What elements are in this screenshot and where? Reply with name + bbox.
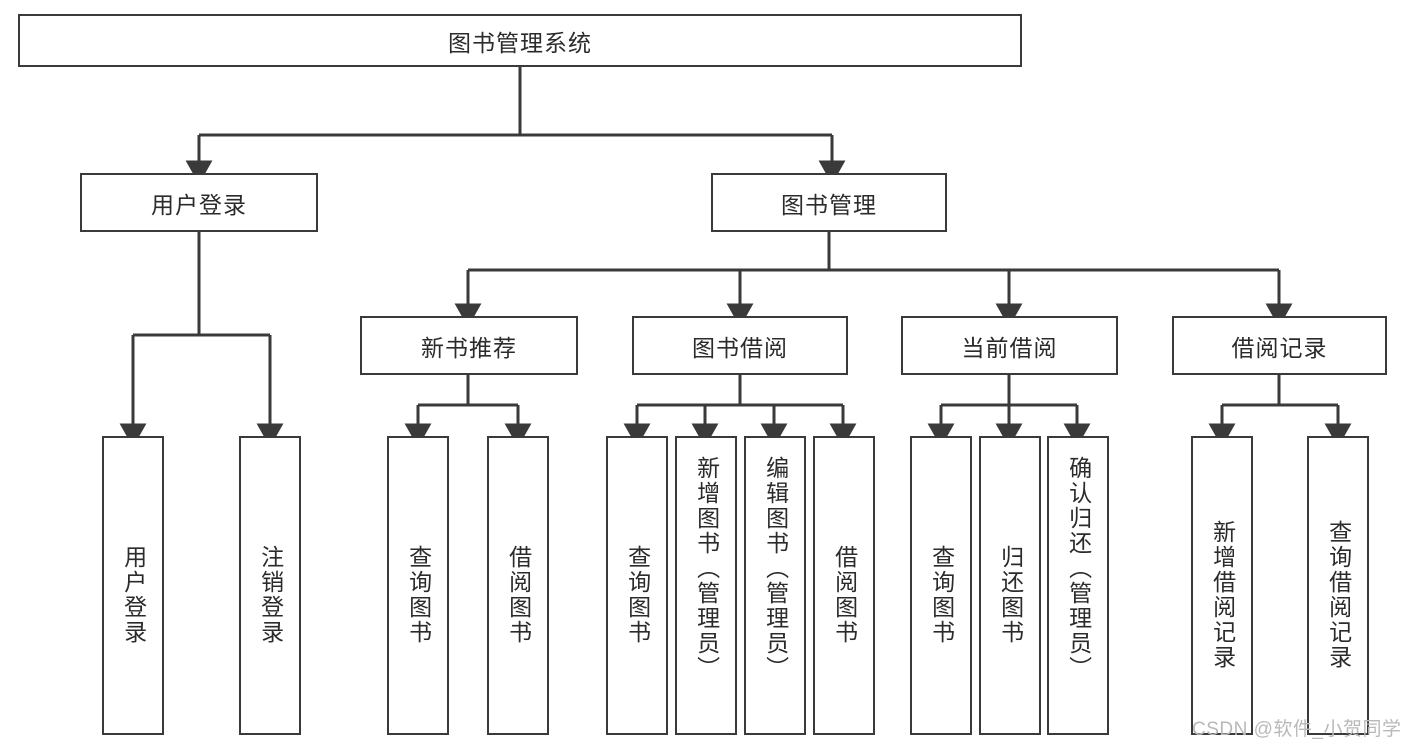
leaf-borrow-query[interactable]: 查询图书 [606,436,668,735]
leaf-record-add-label: 新增借阅记录 [1209,519,1236,670]
leaf-current-confirm-return-label: 确认归还（管理员） [1065,456,1092,681]
leaf-user-logout-label: 注销登录 [257,544,284,645]
node-new-book-recommend[interactable]: 新书推荐 [360,316,578,375]
node-new-book-recommend-label: 新书推荐 [421,334,517,361]
leaf-record-query[interactable]: 查询借阅记录 [1307,436,1369,735]
node-user-login[interactable]: 用户登录 [80,173,318,232]
node-user-login-label: 用户登录 [151,191,247,218]
leaf-borrow-add[interactable]: 新增图书（管理员） [675,436,737,735]
node-borrow-record-label: 借阅记录 [1231,334,1328,361]
node-book-management[interactable]: 图书管理 [711,173,947,232]
node-root-label: 图书管理系统 [448,29,592,56]
leaf-user-login-label: 用户登录 [120,544,147,645]
leaf-current-confirm-return[interactable]: 确认归还（管理员） [1047,436,1109,735]
leaf-borrow-borrow-label: 借阅图书 [831,544,858,645]
node-book-borrow-label: 图书借阅 [692,334,788,361]
leaf-record-add[interactable]: 新增借阅记录 [1191,436,1253,735]
node-book-borrow[interactable]: 图书借阅 [632,316,848,375]
leaf-current-return[interactable]: 归还图书 [979,436,1041,735]
leaf-borrow-query-label: 查询图书 [624,544,651,645]
leaf-borrow-borrow[interactable]: 借阅图书 [813,436,875,735]
leaf-newbook-borrow[interactable]: 借阅图书 [487,436,549,735]
node-borrow-record[interactable]: 借阅记录 [1172,316,1387,375]
leaf-user-logout[interactable]: 注销登录 [239,436,301,735]
leaf-newbook-query[interactable]: 查询图书 [387,436,449,735]
leaf-current-query-label: 查询图书 [928,544,955,645]
leaf-user-login[interactable]: 用户登录 [102,436,164,735]
leaf-borrow-edit-label: 编辑图书（管理员） [762,456,789,681]
leaf-newbook-query-label: 查询图书 [405,544,432,645]
node-current-borrow-label: 当前借阅 [961,334,1058,361]
node-current-borrow[interactable]: 当前借阅 [901,316,1118,375]
leaf-current-query[interactable]: 查询图书 [910,436,972,735]
leaf-record-query-label: 查询借阅记录 [1325,519,1352,670]
leaf-current-return-label: 归还图书 [997,544,1024,645]
leaf-borrow-edit[interactable]: 编辑图书（管理员） [744,436,806,735]
node-book-management-label: 图书管理 [781,191,877,218]
leaf-borrow-add-label: 新增图书（管理员） [693,456,720,681]
node-root[interactable]: 图书管理系统 [18,14,1022,67]
watermark-text: CSDN @软件_小贺同学 [1192,719,1402,740]
leaf-newbook-borrow-label: 借阅图书 [505,544,532,645]
